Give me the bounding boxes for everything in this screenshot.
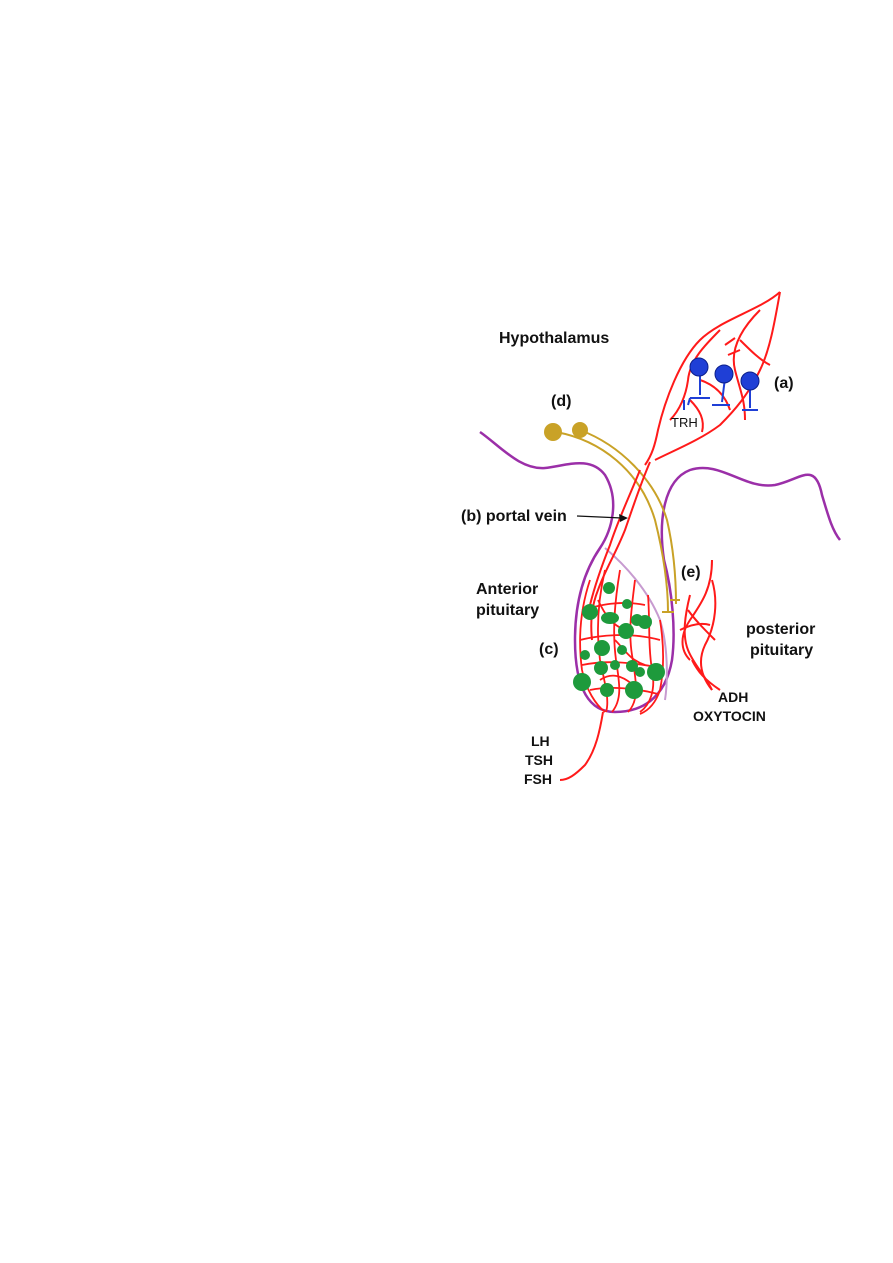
label-b-portal-vein: (b) portal vein <box>461 508 567 525</box>
label-anterior-1: Anterior <box>476 581 538 598</box>
neuron-body-1 <box>689 357 709 377</box>
label-c: (c) <box>539 641 559 658</box>
label-trh: TRH <box>671 415 698 430</box>
label-fsh: FSH <box>524 771 552 787</box>
label-tsh: TSH <box>525 752 553 768</box>
neuron-body-d-2 <box>572 422 588 438</box>
hypothalamic-capillaries <box>644 291 781 466</box>
label-oxytocin: OXYTOCIN <box>693 708 766 724</box>
label-hypothalamus: Hypothalamus <box>499 330 609 347</box>
neuron-body-2 <box>714 364 734 384</box>
label-posterior-2: pituitary <box>750 642 813 659</box>
trh-neurons <box>683 357 760 411</box>
secretory-cells <box>573 582 665 699</box>
anterior-capillary-network <box>579 569 664 715</box>
label-e: (e) <box>681 564 701 581</box>
label-posterior-1: posterior <box>746 621 815 638</box>
label-a: (a) <box>774 375 794 392</box>
anterior-outline <box>479 430 841 714</box>
neuron-body-3 <box>740 371 760 391</box>
gland-outline <box>479 430 841 714</box>
portal-vein-branch <box>589 469 641 606</box>
label-lh: LH <box>531 733 550 749</box>
portal-vein-pointer <box>576 514 628 522</box>
label-adh: ADH <box>718 689 748 705</box>
label-anterior-2: pituitary <box>476 602 539 619</box>
posterior-capillaries <box>679 559 721 691</box>
neuron-body-d-1 <box>544 423 562 441</box>
label-d: (d) <box>551 393 571 410</box>
axons-d <box>555 429 680 613</box>
hormone-outflow-vessel <box>559 711 604 781</box>
